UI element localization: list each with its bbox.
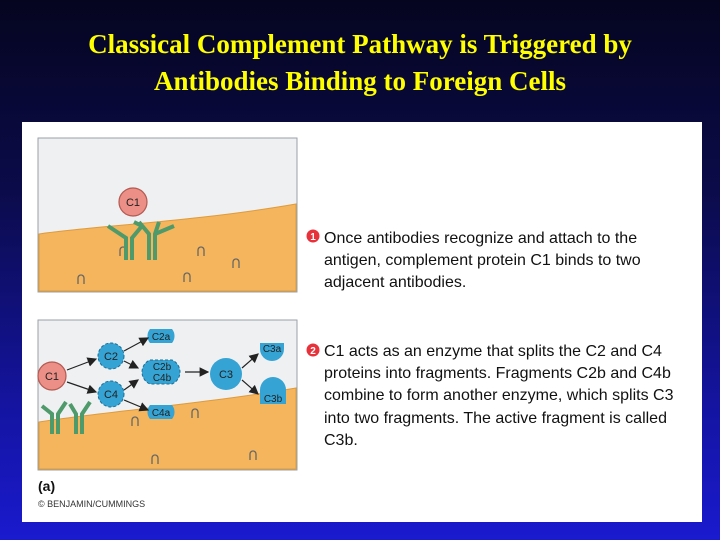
title-line-2: Antibodies Binding to Foreign Cells [0, 63, 720, 100]
c4b-label: C4b [153, 373, 172, 384]
c2a-label: C2a [152, 332, 171, 343]
figure-label: (a) [38, 478, 55, 494]
step-1-badge: 1 [307, 230, 320, 244]
step-2-description: C1 acts as an enzyme that splits the C2 … [324, 341, 696, 452]
c3-label: C3 [219, 369, 233, 381]
c1-label-2: C1 [45, 371, 59, 383]
c2b-label: C2b [153, 362, 172, 373]
c3b-label: C3b [264, 394, 283, 405]
step-1-description: Once antibodies recognize and attach to … [324, 228, 696, 295]
panel-2: C1 C2 C4 C2a C2b C4b C4a C3 C3a C3b [38, 320, 297, 470]
c4-label: C4 [104, 389, 118, 401]
step-2-badge: 2 [307, 344, 320, 358]
c2-label: C2 [104, 351, 118, 363]
c4a-label: C4a [152, 408, 171, 419]
pathway-diagram: C1 C1 C2 C4 [22, 122, 702, 522]
slide-title: Classical Complement Pathway is Triggere… [0, 26, 720, 100]
title-line-1: Classical Complement Pathway is Triggere… [0, 26, 720, 63]
step-1-number: 1 [310, 232, 316, 243]
copyright-notice: © BENJAMIN/CUMMINGS [38, 499, 145, 509]
panel-1: C1 [38, 138, 297, 292]
step-2-number: 2 [310, 346, 316, 357]
figure-panel: C1 C1 C2 C4 [22, 122, 702, 522]
c3a-label: C3a [263, 344, 282, 355]
c1-label-1: C1 [126, 197, 140, 209]
